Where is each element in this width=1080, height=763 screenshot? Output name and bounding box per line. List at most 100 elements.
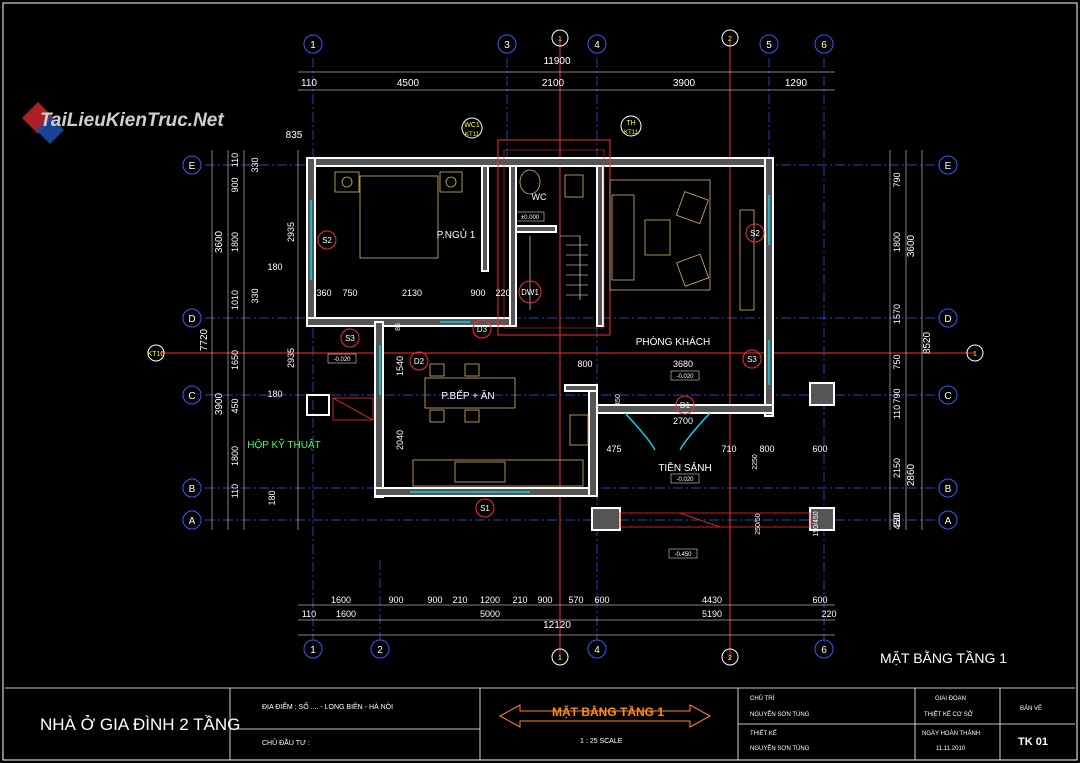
bottom-dimension: 900	[388, 595, 403, 605]
opening-tag-label: S2	[322, 236, 332, 245]
grid-bubble	[587, 639, 607, 659]
room-lobby: TIỀN SẢNH	[658, 461, 711, 474]
section-marker-label: KT10	[148, 351, 165, 358]
grid-bubble	[303, 34, 323, 54]
bottom-dimension: 4430	[702, 595, 722, 605]
opening-tag	[518, 280, 542, 304]
interior-dimension: 750	[342, 288, 357, 298]
opening-tag	[409, 351, 429, 371]
top-dimension: 1290	[785, 78, 808, 89]
completion-date: 11.11.2010	[936, 746, 966, 752]
grid-bubble-label: E	[189, 161, 196, 172]
opening-tag-label: S3	[345, 334, 355, 343]
grid-bubble	[182, 510, 202, 530]
interior-dimension: 250/50	[755, 513, 762, 535]
bottom-dimension: 600	[594, 595, 609, 605]
sheet-title-arrows	[498, 704, 712, 728]
grid-bubble-label: 4	[594, 645, 600, 656]
left-dimension: 110	[230, 153, 240, 167]
bottom-dimension: 210	[512, 595, 527, 605]
location-label: ĐỊA ĐIỂM : SỐ .... - LONG BIÊN - HÀ NỘI	[262, 701, 393, 711]
bottom-dimension: 1600	[331, 595, 351, 605]
opening-tag-label: D1	[680, 401, 691, 410]
grid-bubble	[814, 34, 834, 54]
thiet-ke-label: THIẾT KẾ	[750, 730, 777, 737]
bottom-dimension: 600	[812, 595, 827, 605]
bottom-dimension: 220	[821, 609, 836, 619]
level-box	[670, 473, 700, 484]
grid-bubble-label: 1	[310, 645, 316, 656]
room-living: PHÒNG KHÁCH	[636, 335, 710, 348]
level-marker: ±0.000	[521, 215, 540, 221]
room-kitchen: P.BẾP + ĂN	[441, 389, 494, 402]
right-dimension: 1800	[892, 232, 902, 252]
interior-dimension: 600	[812, 444, 827, 454]
right-dimension: 750	[892, 354, 902, 369]
grid-lines	[205, 58, 940, 640]
interior-dimension: 3680	[673, 359, 693, 369]
grid-bubble-label: B	[945, 484, 952, 495]
small-dimension: 330	[250, 157, 260, 172]
inner-dimension: 1540	[395, 356, 405, 376]
inner-dimension: 2935	[286, 348, 296, 368]
interior-dimension: 2250	[752, 454, 759, 470]
right-dimension: 2150	[892, 458, 902, 478]
grid-bubble-label: A	[945, 516, 952, 527]
grid-bubble	[182, 385, 202, 405]
interior-dimension: 220	[495, 288, 510, 298]
interior-dimension: 450	[615, 394, 622, 406]
watermark-logo: TaiLieuKienTruc.Net	[22, 102, 224, 144]
section-marker-label: 1	[558, 36, 562, 43]
grid-bubble-label: E	[945, 161, 952, 172]
right-dimension: 2860	[906, 463, 917, 486]
left-dimension: 110	[230, 484, 240, 498]
grid-bubble-label: B	[189, 484, 196, 495]
right-dimension: 3600	[906, 234, 917, 257]
completion-label: NGÀY HOÀN THÀNH	[922, 730, 980, 737]
bottom-dimension: 900	[427, 595, 442, 605]
opening-tag	[675, 395, 695, 415]
chu-tri-name: NGUYỄN SƠN TÙNG	[750, 711, 810, 718]
bottom-dimension: 110	[302, 609, 316, 619]
grid-bubble	[938, 155, 958, 175]
interior-dimension: 360	[316, 288, 331, 298]
owner-label: CHỦ ĐẦU TƯ :	[262, 737, 310, 747]
title-block	[5, 687, 1075, 760]
left-dimension: 1800	[230, 232, 240, 252]
level-marker: -0.020	[676, 477, 694, 483]
detail-tag-label: TH	[626, 120, 635, 127]
detail-tag-label: WC1	[464, 122, 480, 129]
left-dimension: 1650	[230, 350, 240, 370]
grid-bubble-label: D	[188, 314, 195, 325]
grid-bubble-label: 5	[766, 40, 772, 51]
drawing-caption: MẶT BẰNG TẦNG 1	[880, 649, 1007, 666]
grid-bubble-label: 4	[594, 40, 600, 51]
giai-doan-value: THIẾT KẾ CƠ SỞ	[924, 711, 973, 718]
detail-tag-label: KT11	[465, 132, 480, 138]
bottom-dimension: 1600	[336, 609, 356, 619]
top-dimension: 3900	[673, 78, 696, 89]
right-dimension: 220	[892, 512, 902, 527]
chu-tri-label: CHỦ TRÌ	[750, 695, 775, 702]
inner-dimension: 2935	[286, 222, 296, 242]
right-dimension: 110	[892, 405, 902, 419]
section-marker-label: 2	[728, 36, 732, 43]
top-offset-dimension: 835	[286, 130, 303, 141]
grid-bubble	[938, 478, 958, 498]
section-marker	[966, 344, 984, 362]
entry-ramp	[332, 397, 811, 528]
section-marker-label: 1	[558, 655, 562, 662]
left-dimension: 3900	[214, 392, 225, 415]
grid-bubble-label: 1	[310, 40, 316, 51]
section-marker	[147, 344, 165, 362]
grid-bubble	[938, 510, 958, 530]
grid-bubble-label: 6	[821, 40, 827, 51]
small-dimension: 180	[267, 490, 277, 505]
interior-dimension: 900	[470, 288, 485, 298]
interior-dimension: 800	[577, 359, 592, 369]
bottom-dimension: 570	[568, 595, 583, 605]
overall-height-right: 8520	[922, 331, 933, 354]
